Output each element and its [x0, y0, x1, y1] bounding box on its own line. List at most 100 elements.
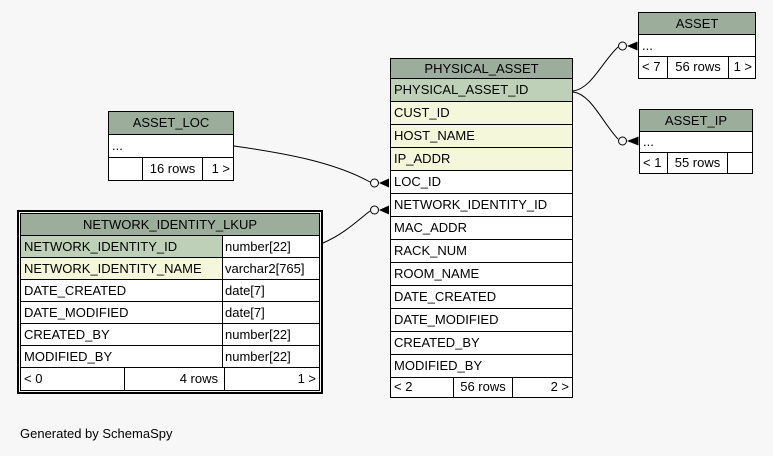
column-row-created-by-name: CREATED_BY [391, 332, 572, 354]
column-row-cust-id: CUST_ID [391, 102, 572, 125]
column-row-loc-id-name: LOC_ID [391, 171, 572, 193]
edge-network-identity-lkup-to-physical-asset-network-identity-id [322, 205, 389, 244]
footer-row-count: 56 rows [454, 378, 513, 397]
column-row-mac-addr: MAC_ADDR [391, 217, 572, 240]
column-row-modified-by-name: MODIFIED_BY [21, 346, 222, 367]
footer-related-left: < 0 [21, 368, 125, 390]
column-row-date-modified-name: DATE_MODIFIED [391, 309, 572, 331]
table-box: ASSET_LOC...16 rows 1 > [109, 112, 233, 180]
more-columns-row: ... [639, 35, 755, 57]
column-row-modified-by-type: number[22] [222, 346, 319, 367]
edge-physical-asset-id-to-asset [572, 41, 638, 92]
footer-related-left: < 7 [639, 57, 668, 78]
column-row-date-modified-name: DATE_MODIFIED [21, 302, 222, 323]
column-row-date-created-type: date[7] [222, 280, 319, 301]
zero-circle-icon [370, 205, 379, 215]
footer-related-left [109, 158, 143, 180]
column-row-physical-asset-id-name: PHYSICAL_ASSET_ID [391, 79, 572, 101]
column-row-date-created-name: DATE_CREATED [21, 280, 222, 301]
column-row-physical-asset-id: PHYSICAL_ASSET_ID [391, 79, 572, 102]
footer-row-count: 16 rows [143, 158, 203, 180]
column-row-network-identity-name-name: NETWORK_IDENTITY_NAME [21, 258, 222, 279]
column-row-ip-addr-name: IP_ADDR [391, 148, 572, 170]
column-row-mac-addr-name: MAC_ADDR [391, 217, 572, 239]
column-row-modified-by-name: MODIFIED_BY [391, 355, 572, 377]
column-row-ip-addr: IP_ADDR [391, 148, 572, 171]
column-row-room-name: ROOM_NAME [391, 263, 572, 286]
column-row-date-created-name: DATE_CREATED [391, 286, 572, 308]
column-row-cust-id-name: CUST_ID [391, 102, 572, 124]
edge-asset-loc-to-physical-asset-loc-id [233, 145, 389, 188]
table-asset-loc[interactable]: ASSET_LOC...16 rows 1 > [108, 111, 234, 181]
edge-line [572, 46, 619, 92]
column-row-network-identity-id-name: NETWORK_IDENTITY_ID [391, 194, 572, 216]
footer-row-count: 4 rows [125, 368, 225, 390]
more-columns-row-name: ... [109, 135, 233, 157]
crow-foot-icon [379, 178, 389, 188]
column-row-date-modified-type: date[7] [222, 302, 319, 323]
footer-row-count: 55 rows [668, 153, 728, 173]
column-row-created-by-type: number[22] [222, 324, 319, 345]
footer-related-right: 1 > [211, 161, 230, 176]
footer-related-right: 2 > [550, 379, 569, 394]
generated-by-note: Generated by SchemaSpy [20, 426, 173, 441]
column-row-network-identity-id: NETWORK_IDENTITY_ID [391, 194, 572, 217]
zero-circle-icon [618, 136, 627, 146]
more-columns-row: ... [640, 132, 752, 153]
footer-related-left: < 2 [391, 378, 454, 397]
more-columns-row-name: ... [639, 35, 755, 56]
column-row-host-name: HOST_NAME [391, 125, 572, 148]
table-name[interactable]: ASSET [639, 13, 755, 35]
table-name[interactable]: ASSET_IP [640, 110, 752, 132]
table-name[interactable]: PHYSICAL_ASSET [391, 59, 572, 79]
table-name[interactable]: NETWORK_IDENTITY_LKUP [21, 214, 319, 236]
edge-physical-asset-id-to-asset-ip [572, 91, 639, 146]
more-columns-row-name: ... [640, 132, 752, 152]
footer-related-right: 1 > [297, 371, 316, 386]
footer-row-count: 56 rows [668, 57, 729, 78]
column-row-rack-num: RACK_NUM [391, 240, 572, 263]
column-row-host-name-name: HOST_NAME [391, 125, 572, 147]
table-name[interactable]: ASSET_LOC [109, 112, 233, 135]
edge-line [233, 145, 371, 183]
footer-related-left: < 1 [640, 153, 668, 173]
column-row-date-created: DATE_CREATED [391, 286, 572, 309]
column-row-network-identity-name-type: varchar2[765] [222, 258, 319, 279]
column-row-room-name-name: ROOM_NAME [391, 263, 572, 285]
footer-related-right [728, 153, 752, 173]
column-row-network-identity-id-type: number[22] [222, 236, 319, 257]
column-row-rack-num-name: RACK_NUM [391, 240, 572, 262]
edge-line [572, 91, 619, 140]
column-row-modified-by: MODIFIED_BY [391, 355, 572, 378]
zero-circle-icon [618, 41, 627, 51]
column-row-created-by-name: CREATED_BY [21, 324, 222, 345]
crow-foot-icon [627, 41, 638, 51]
zero-circle-icon [370, 178, 379, 188]
crow-foot-icon [379, 205, 389, 215]
table-footer: 16 rows 1 > [109, 158, 233, 180]
footer-related-right: 1 > [733, 59, 752, 74]
more-columns-row: ... [109, 135, 233, 158]
column-row-date-modified: DATE_MODIFIED [391, 309, 572, 332]
crow-foot-icon [627, 136, 639, 146]
column-row-network-identity-id-name: NETWORK_IDENTITY_ID [21, 236, 222, 257]
